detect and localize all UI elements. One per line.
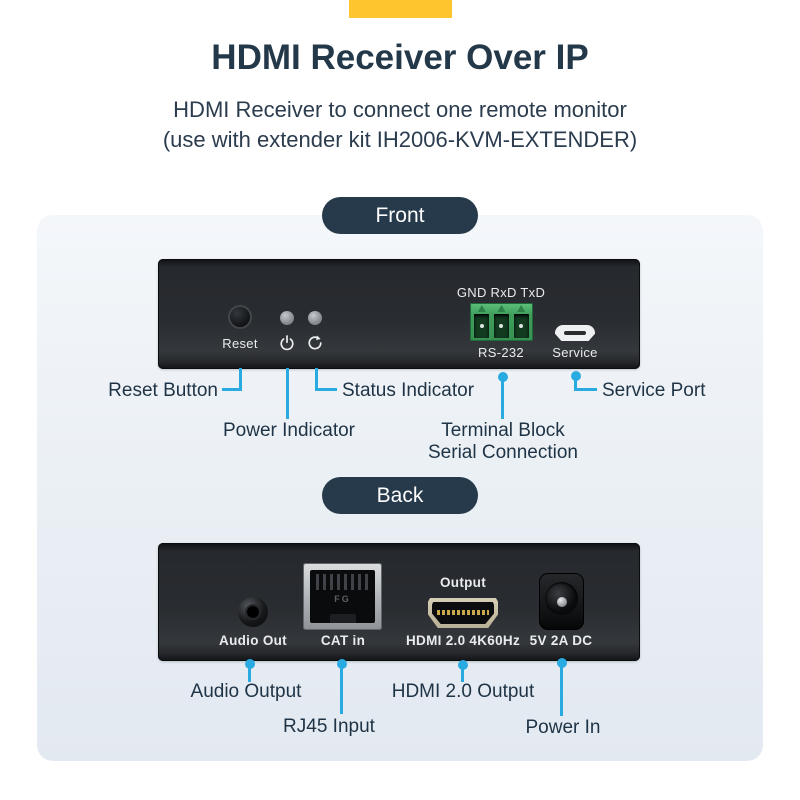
service-callout-line (574, 376, 577, 391)
terminal-callout-text: Terminal Block Serial Connection (418, 420, 588, 464)
subtitle-line-2: (use with extender kit IH2006-KVM-EXTEND… (162, 127, 638, 152)
terminal-callout-line (501, 377, 504, 419)
service-callout-text: Service Port (602, 380, 706, 401)
status-callout-text: Status Indicator (342, 380, 475, 401)
rj45-pins (316, 574, 369, 590)
power-icon (280, 335, 294, 351)
status-callout-line (315, 388, 337, 391)
power-callout-text: Power Indicator (222, 420, 355, 441)
front-section-label: Front (375, 203, 425, 227)
cat-in-label: CAT in (320, 633, 366, 648)
back-section-label: Back (376, 483, 424, 507)
dc-jack-pin (556, 596, 567, 607)
terminal-callout-line2: Serial Connection (428, 442, 578, 463)
service-callout-line (574, 388, 597, 391)
hdmi-port (428, 598, 498, 628)
rj45-cavity: FG (310, 570, 375, 623)
power-in-callout-text: Power In (525, 717, 601, 738)
terminal-callout-line1: Terminal Block (441, 420, 565, 441)
back-section-pill: Back (322, 477, 478, 514)
power-led (280, 311, 294, 325)
power-callout-line (286, 368, 289, 419)
rj45-marking: FG (334, 594, 351, 604)
audio-callout-text: Audio Output (190, 681, 302, 702)
rj45-port: FG (303, 563, 382, 630)
reset-callout-line (239, 368, 242, 391)
hdmi-callout-text: HDMI 2.0 Output (391, 681, 535, 702)
front-panel-photo: Reset GND RxD TxD RS-232 Service (158, 259, 640, 369)
front-section-pill: Front (322, 197, 478, 234)
reset-callout-text: Reset Button (108, 380, 218, 401)
reset-button (228, 305, 252, 329)
hdmi-spec-label: HDMI 2.0 4K60Hz (405, 633, 521, 648)
audio-out-label: Audio Out (219, 633, 287, 648)
dc-power-label: 5V 2A DC (529, 633, 593, 648)
dc-power-jack (539, 573, 584, 630)
terminal-pin (474, 314, 490, 338)
reset-callout-line (222, 388, 242, 391)
page-title: HDMI Receiver Over IP (211, 38, 589, 77)
rs232-label: RS-232 (478, 345, 524, 360)
back-panel-photo: Audio Out FG CAT in Output HDMI 2.0 4K60… (158, 543, 640, 661)
hdmi-pins (437, 610, 489, 615)
audio-jack-port (238, 597, 268, 627)
audio-callout-line (248, 664, 251, 682)
reset-label: Reset (222, 336, 258, 351)
hdmi-callout-line (461, 665, 464, 682)
status-callout-line (315, 368, 318, 391)
status-led (308, 311, 322, 325)
terminal-block-connector (470, 303, 533, 341)
terminal-pin (513, 314, 529, 338)
serial-pins-label: GND RxD TxD (456, 285, 546, 300)
rj45-clip-notch (329, 614, 356, 623)
service-label: Service (552, 345, 598, 360)
power-in-callout-line (560, 663, 563, 716)
brand-accent-tab (349, 0, 452, 18)
rj45-callout-line (340, 664, 343, 714)
terminal-pin (493, 314, 509, 338)
status-refresh-icon (308, 335, 322, 350)
output-label: Output (439, 575, 487, 590)
subtitle-line-1: HDMI Receiver to connect one remote moni… (173, 97, 627, 122)
micro-usb-port (555, 325, 595, 341)
rj45-callout-text: RJ45 Input (283, 716, 375, 737)
